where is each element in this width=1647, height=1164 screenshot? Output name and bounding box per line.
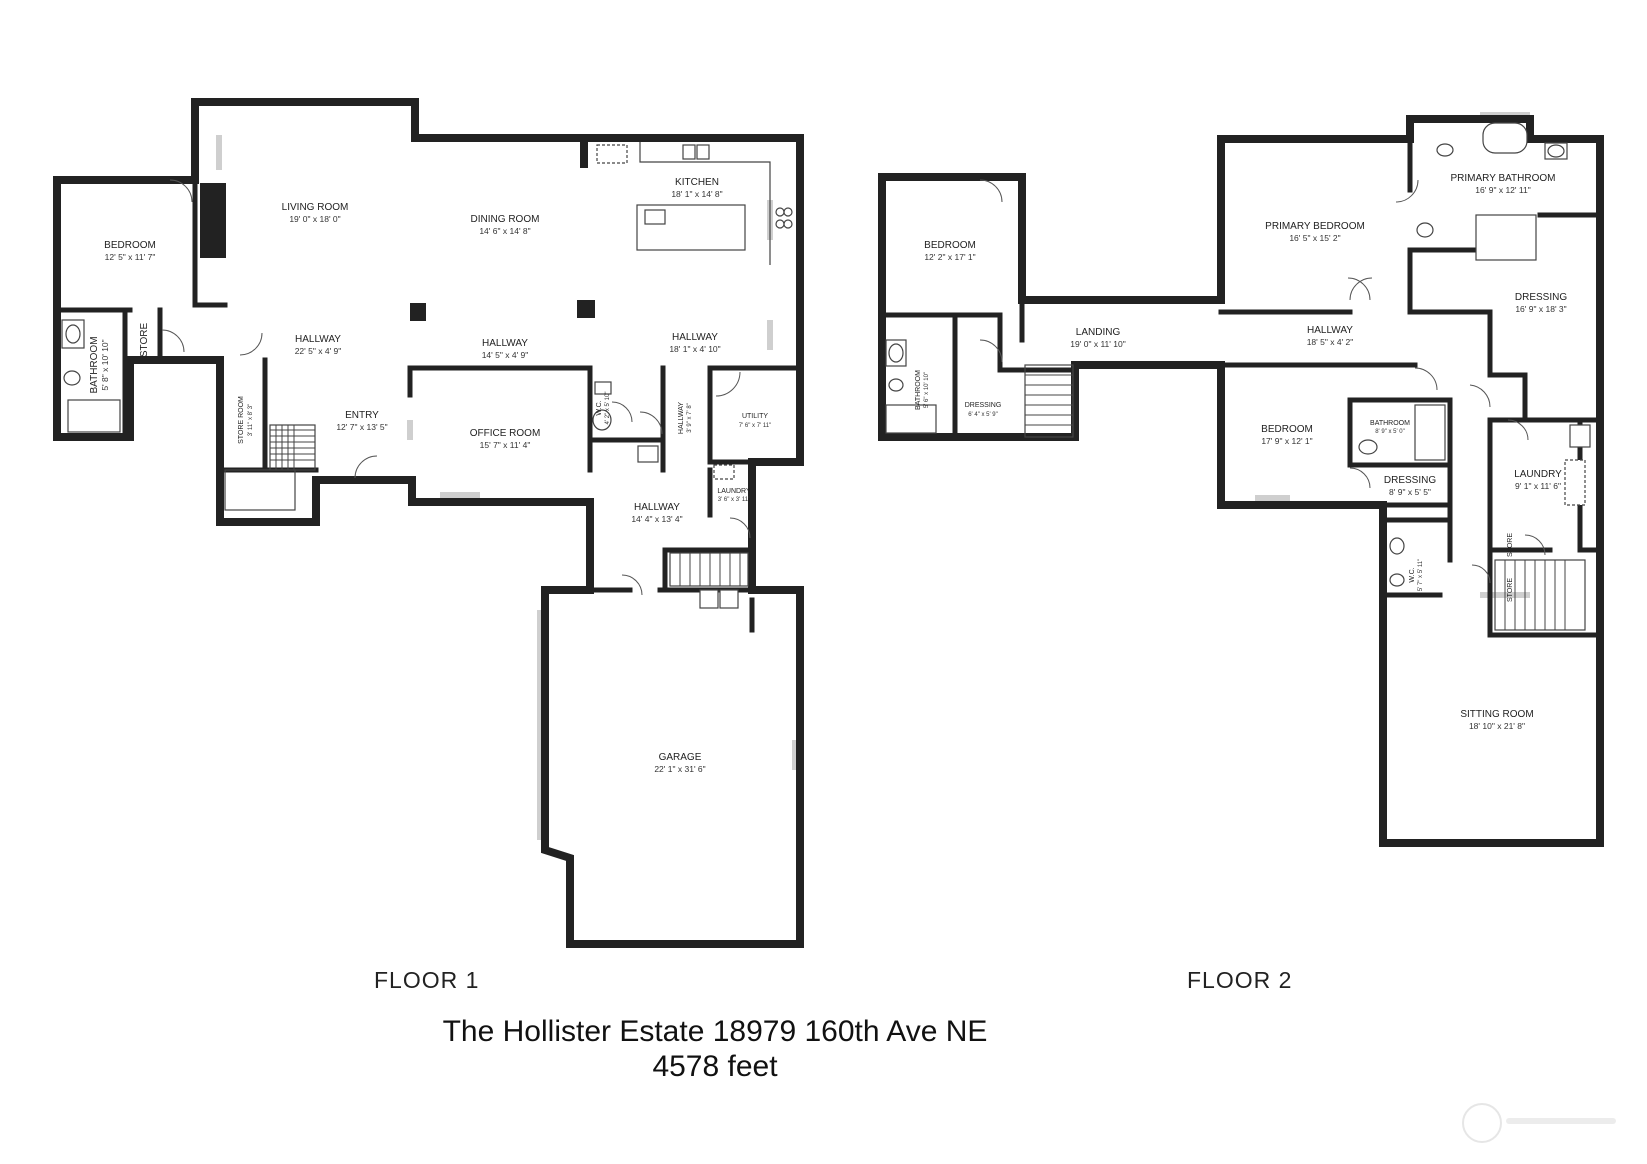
- room-name: BEDROOM: [924, 240, 976, 251]
- room-name: STORE: [1507, 578, 1514, 602]
- room-dims: 8' 9" x 5' 0": [1375, 429, 1405, 435]
- room-name: LANDING: [1076, 327, 1121, 338]
- room-dims: 7' 6" x 7' 11": [739, 423, 771, 429]
- floor-2-stairs: [1024, 364, 1586, 631]
- room-name: ENTRY: [345, 410, 379, 421]
- room-dims: 14' 4" x 13' 4": [631, 514, 682, 524]
- room-name: DRESSING: [1384, 475, 1436, 486]
- room-dims: 4' 2" x 5' 10": [605, 392, 611, 425]
- room-name: BEDROOM: [1261, 424, 1313, 435]
- room-name: HALLWAY: [482, 338, 528, 349]
- room-dims: 14' 6" x 14' 8": [479, 226, 530, 236]
- room-name: HALLWAY: [678, 402, 685, 434]
- room-name: HALLWAY: [1307, 325, 1353, 336]
- room-dims: 18' 1" x 14' 8": [671, 189, 722, 199]
- room-dims: 22' 5" x 4' 9": [295, 346, 342, 356]
- room-name: SITTING ROOM: [1460, 709, 1533, 720]
- floor-2-label: FLOOR 2: [1187, 967, 1293, 993]
- floor-2-room-labels: BEDROOM 12' 2" x 17' 1" BATHROOM 5' 6" x…: [915, 173, 1567, 731]
- room-name: LIVING ROOM: [282, 202, 349, 213]
- room-dims: 3' 9" x 7' 8": [687, 403, 693, 433]
- room-dims: 5' 6" x 10' 10": [924, 372, 930, 408]
- room-dims: 5' 8" x 10' 10": [100, 339, 110, 390]
- floor-2-exterior-wall: [878, 115, 1604, 847]
- room-dims: 16' 9" x 12' 11": [1475, 185, 1530, 195]
- room-dims: 18' 1" x 4' 10": [669, 344, 720, 354]
- room-name: BATHROOM: [1370, 420, 1410, 427]
- room-name: W.C.: [596, 400, 603, 415]
- floor-1-kitchen-fixtures: [596, 142, 793, 265]
- floor-1-plan: [53, 98, 804, 948]
- room-dims: 16' 9" x 18' 3": [1515, 304, 1566, 314]
- room-name: STORE ROOM: [238, 396, 245, 444]
- floor-1-stairs: [224, 424, 749, 587]
- room-name: DINING ROOM: [471, 214, 540, 225]
- floor-2-interior-walls: [879, 136, 1603, 638]
- room-dims: 3' 11" x 8' 3": [248, 404, 254, 436]
- floor-1-room-labels: BEDROOM 12' 5" x 11' 7" LIVING ROOM 19' …: [89, 177, 771, 774]
- room-name: HALLWAY: [634, 502, 680, 513]
- room-dims: 12' 2" x 17' 1": [924, 252, 975, 262]
- room-name: DRESSING: [965, 402, 1002, 409]
- room-dims: 14' 5" x 4' 9": [482, 350, 529, 360]
- room-dims: 18' 5" x 4' 2": [1307, 337, 1354, 347]
- room-name: LAUNDRY: [717, 488, 751, 495]
- room-name: DRESSING: [1515, 292, 1567, 303]
- room-dims: 9' 1" x 11' 6": [1515, 481, 1561, 491]
- room-name: UTILITY: [742, 413, 768, 420]
- room-name: OFFICE ROOM: [470, 428, 541, 439]
- room-name: BEDROOM: [104, 240, 156, 251]
- room-dims: 5' 7" x 5' 11": [1418, 559, 1424, 591]
- room-dims: 15' 7" x 11' 4": [480, 440, 531, 450]
- room-name: HALLWAY: [295, 334, 341, 345]
- property-title: The Hollister Estate 18979 160th Ave NE: [442, 1015, 988, 1048]
- floor-1-doors: [161, 179, 751, 596]
- property-area: 4578 feet: [652, 1050, 778, 1083]
- room-dims: 3' 6" x 3' 11": [718, 497, 750, 503]
- room-name: GARAGE: [659, 752, 702, 763]
- room-dims: 19' 0" x 18' 0": [289, 214, 340, 224]
- room-name: STORE: [139, 323, 150, 358]
- watermark-bar: [1506, 1118, 1616, 1124]
- floor-1-bath-fixtures: [61, 319, 739, 609]
- room-dims: 22' 1" x 31' 6": [654, 764, 705, 774]
- room-dims: 17' 9" x 12' 1": [1261, 436, 1312, 446]
- room-name: PRIMARY BEDROOM: [1265, 221, 1365, 232]
- floor-1-interior-walls: [54, 177, 803, 633]
- floor-2-plan: [878, 112, 1604, 847]
- room-name: W.C.: [1409, 567, 1416, 582]
- room-name: BATHROOM: [915, 370, 922, 410]
- floor-2-fixtures: [885, 122, 1591, 587]
- room-name: HALLWAY: [672, 332, 718, 343]
- room-dims: 12' 7" x 13' 5": [336, 422, 387, 432]
- room-dims: 12' 5" x 11' 7": [105, 252, 156, 262]
- floor-2-doors: [979, 179, 1546, 584]
- room-dims: 19' 0" x 11' 10": [1070, 339, 1125, 349]
- room-dims: 8' 9" x 5' 5": [1389, 487, 1431, 497]
- room-name: BATHROOM: [89, 336, 100, 393]
- room-name: PRIMARY BATHROOM: [1450, 173, 1555, 184]
- room-name: KITCHEN: [675, 177, 719, 188]
- watermark-logo-icon: [1462, 1103, 1502, 1143]
- room-name: LAUNDRY: [1514, 469, 1562, 480]
- floor-1-label: FLOOR 1: [374, 967, 480, 993]
- room-dims: 6' 4" x 5' 9": [968, 412, 998, 418]
- room-dims: 18' 10" x 21' 8": [1469, 721, 1525, 731]
- floor-1-columns: [200, 138, 595, 321]
- room-dims: 16' 5" x 15' 2": [1289, 233, 1340, 243]
- room-name: STORE: [1507, 533, 1514, 557]
